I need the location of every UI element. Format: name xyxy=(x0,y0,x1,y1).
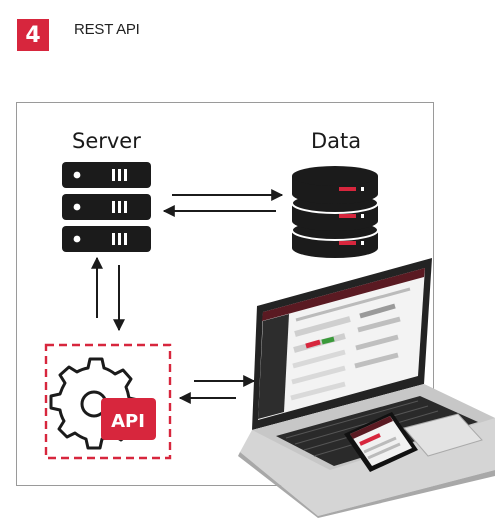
api-dashed-box xyxy=(44,343,172,460)
step-title: REST API xyxy=(74,21,140,38)
api-badge xyxy=(101,398,156,440)
step-number-badge: 4 xyxy=(17,19,49,51)
server-unit xyxy=(62,162,151,188)
api-badge-text: API xyxy=(111,411,145,432)
laptop-illustration xyxy=(238,258,495,518)
server-icon xyxy=(62,162,151,252)
server-unit xyxy=(62,194,151,220)
database-icon xyxy=(291,166,379,258)
server-unit xyxy=(62,226,151,252)
phone-illustration xyxy=(344,412,418,472)
data-label: Data xyxy=(311,129,362,153)
server-label: Server xyxy=(72,129,141,153)
